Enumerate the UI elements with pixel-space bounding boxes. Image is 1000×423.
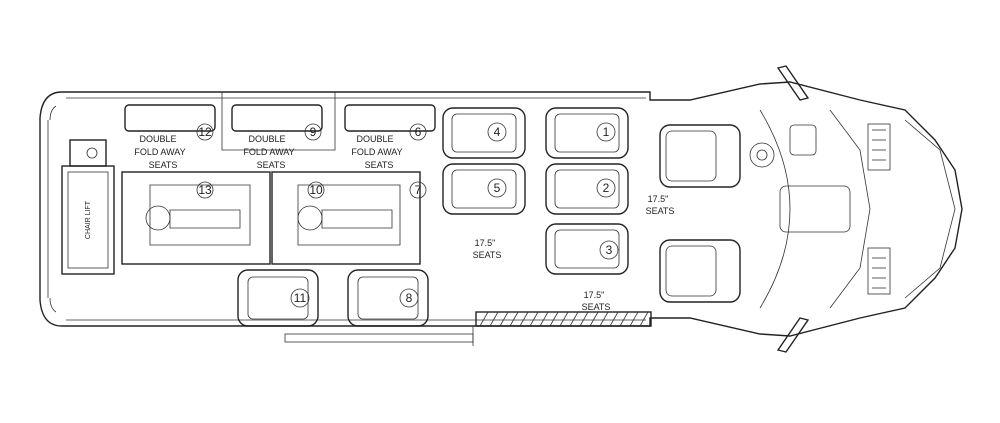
seat-size-label-front: 17.5" SEATS	[582, 290, 611, 312]
wheelchair-area-2	[271, 171, 421, 265]
svg-text:SEATS: SEATS	[257, 160, 286, 170]
svg-text:SEATS: SEATS	[646, 206, 675, 216]
seat-size-label-middle: 17.5" SEATS	[473, 238, 502, 260]
chair-lift-label: CHAIR LIFT	[85, 200, 92, 239]
svg-text:8: 8	[406, 291, 413, 305]
svg-text:3: 3	[606, 243, 613, 257]
svg-text:DOUBLE: DOUBLE	[139, 134, 176, 144]
svg-text:1: 1	[603, 125, 610, 139]
svg-text:DOUBLE: DOUBLE	[356, 134, 393, 144]
seat-2: 2	[545, 163, 629, 215]
wheelchair-number-13: 13	[198, 183, 212, 197]
svg-text:5: 5	[494, 181, 501, 195]
wheelchair-area-1	[121, 171, 271, 265]
seat-5: 5	[442, 163, 526, 215]
svg-text:17.5": 17.5"	[648, 194, 669, 204]
entry-step	[475, 311, 652, 327]
svg-text:DOUBLE: DOUBLE	[248, 134, 285, 144]
fold-away-number-12: 12	[198, 125, 212, 139]
seat-4: 4	[442, 107, 526, 159]
seat-size-label-right: 17.5" SEATS	[646, 194, 675, 216]
fold-away-label-1: DOUBLE FOLD AWAY SEATS	[134, 134, 185, 170]
fold-away-number-6: 6	[415, 125, 422, 139]
svg-text:SEATS: SEATS	[473, 250, 502, 260]
svg-text:FOLD AWAY: FOLD AWAY	[351, 147, 402, 157]
seat-11: 11	[237, 269, 319, 327]
sliding-door-track	[284, 326, 474, 346]
svg-text:SEATS: SEATS	[149, 160, 178, 170]
svg-text:FOLD AWAY: FOLD AWAY	[243, 147, 294, 157]
van-body	[39, 65, 963, 353]
fold-away-label-2: DOUBLE FOLD AWAY SEATS	[243, 134, 294, 170]
svg-text:11: 11	[294, 291, 307, 305]
svg-text:17.5": 17.5"	[475, 238, 496, 248]
svg-text:2: 2	[603, 181, 610, 195]
svg-text:SEATS: SEATS	[582, 302, 611, 312]
wheelchair-number-7: 7	[415, 183, 422, 197]
wheelchair-number-10: 10	[309, 183, 323, 197]
seat-3: 3	[545, 223, 629, 275]
svg-text:17.5": 17.5"	[584, 290, 605, 300]
seat-8: 8	[347, 269, 429, 327]
fold-away-number-9: 9	[310, 125, 317, 139]
fold-away-brackets	[124, 92, 436, 151]
seat-1: 1	[545, 107, 629, 159]
chair-lift: CHAIR LIFT	[61, 139, 115, 275]
fold-away-label-3: DOUBLE FOLD AWAY SEATS	[351, 134, 402, 170]
svg-text:FOLD AWAY: FOLD AWAY	[134, 147, 185, 157]
svg-text:4: 4	[494, 125, 501, 139]
svg-text:SEATS: SEATS	[365, 160, 394, 170]
